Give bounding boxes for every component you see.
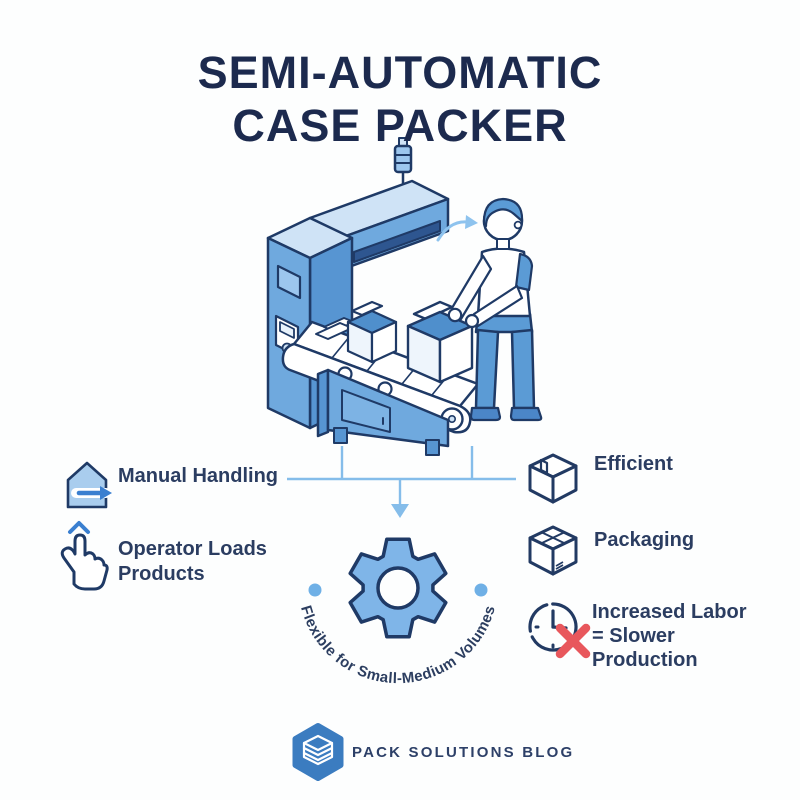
box-arrow-icon — [66, 461, 112, 509]
feature-label-increased-labor: Increased Labor = Slower Production — [592, 601, 747, 671]
error-x-icon — [555, 623, 591, 659]
title-line-2: CASE PACKER — [232, 100, 568, 151]
page-title: SEMI-AUTOMATIC CASE PACKER — [0, 46, 800, 152]
feature-label-efficient: Efficient — [594, 453, 673, 475]
title-line-1: SEMI-AUTOMATIC — [197, 47, 603, 98]
hexagon-package-logo — [292, 723, 344, 781]
footer-brand: PACK SOLUTIONS BLOG — [352, 744, 575, 761]
closed-box-icon — [528, 525, 578, 576]
connector-lines — [287, 446, 516, 505]
machine-cabinet — [316, 368, 450, 456]
gear-icon — [348, 537, 448, 639]
open-box-icon — [346, 300, 398, 364]
signal-light-icon — [393, 137, 413, 187]
flow-arrow-icon — [436, 215, 478, 242]
clock-x-icon — [528, 602, 591, 659]
closed-box-icon — [528, 453, 578, 504]
tap-hand-icon — [60, 521, 109, 591]
operator-worker-illustration — [447, 197, 543, 422]
feature-label-manual-handling: Manual Handling — [118, 465, 278, 487]
case-packer-machine-illustration — [266, 137, 543, 456]
down-arrowhead-icon — [391, 504, 409, 518]
feature-label-packaging: Packaging — [594, 529, 695, 551]
accent-dot-right — [474, 583, 488, 597]
feature-label-operator-loads: Operator Loads Products — [118, 538, 267, 585]
accent-dot-left — [308, 583, 322, 597]
